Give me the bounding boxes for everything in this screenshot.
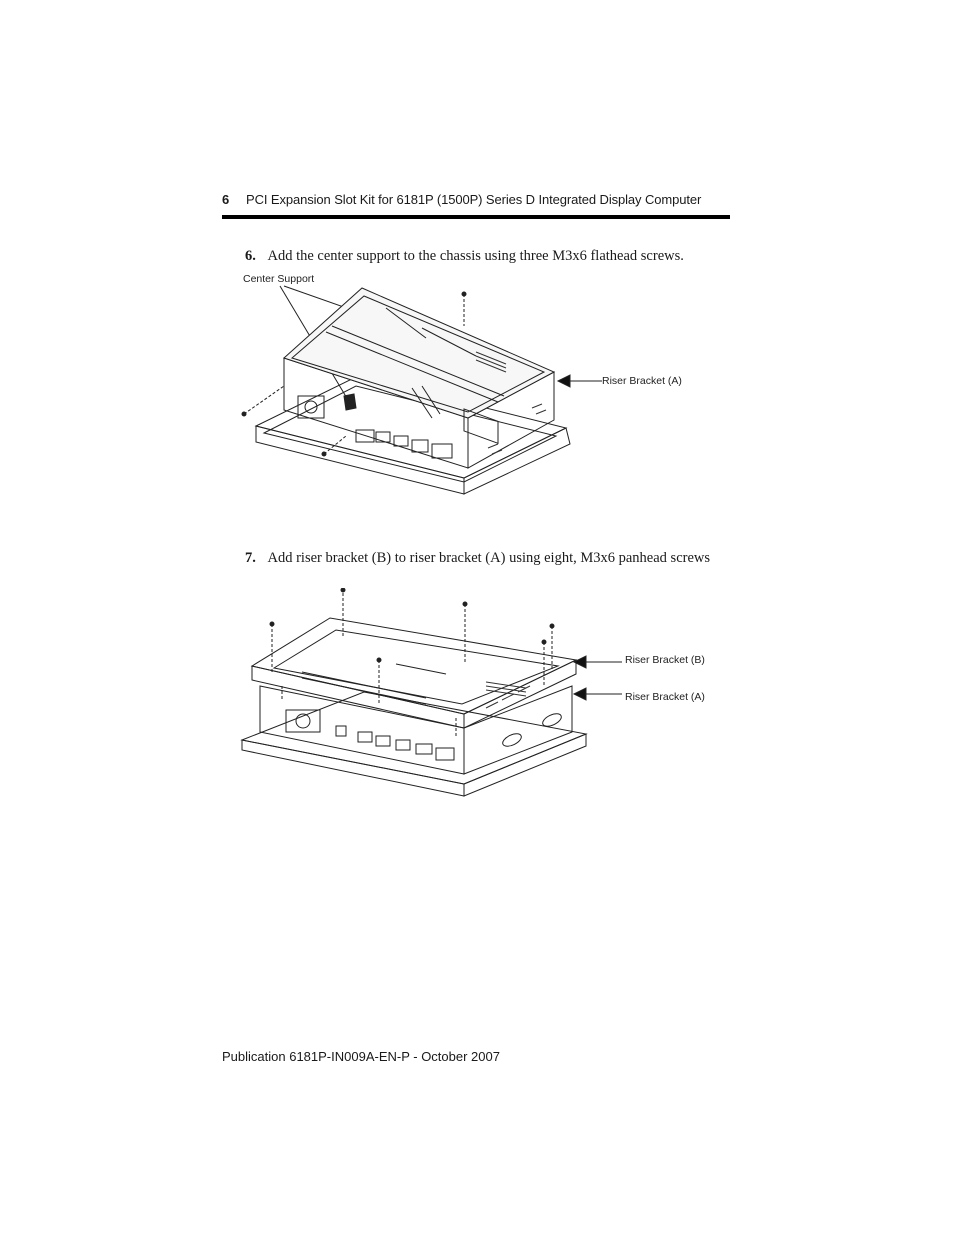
step-number: 7. [245,550,256,566]
publication-footer: Publication 6181P-IN009A-EN-P - October … [222,1049,500,1064]
center-support-illustration: Center Support Riser B [241,273,682,495]
step-7: 7. Add riser bracket (B) to riser bracke… [245,550,710,567]
step-text: Add riser bracket (B) to riser bracket (… [267,550,711,566]
callout-riser-bracket-a: Riser Bracket (A) [625,691,705,703]
callout-riser-bracket-b: Riser Bracket (B) [625,654,705,666]
step-text: Add the center support to the chassis us… [267,248,684,264]
header-rule [222,215,730,219]
step-number: 6. [245,248,256,264]
step-6: 6. Add the center support to the chassis… [245,248,684,265]
riser-bracket-illustration: Riser Bracket (B) Riser Bracket (A) [240,588,705,797]
running-header: PCI Expansion Slot Kit for 6181P (1500P)… [246,192,702,207]
page-number: 6 [222,192,230,207]
callout-riser-bracket-a: Riser Bracket (A) [602,375,682,387]
callout-center-support: Center Support [243,273,314,285]
